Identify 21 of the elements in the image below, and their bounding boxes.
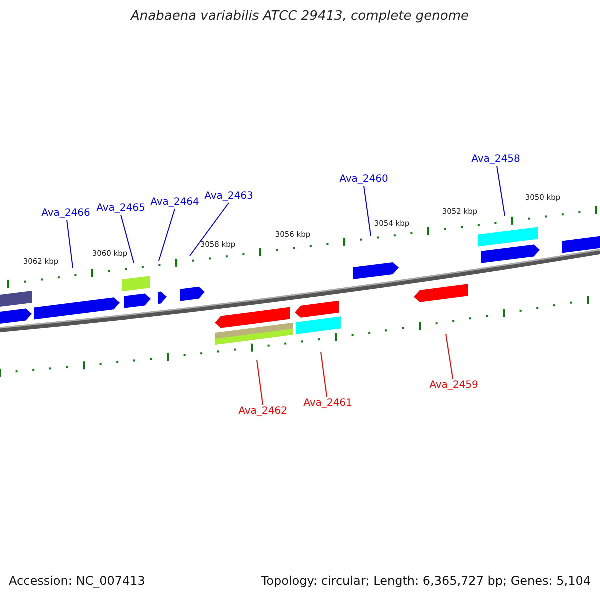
leader-line — [66, 220, 74, 268]
genome-info-text: Topology: circular; Length: 6,365,727 bp; Genes: 5,104 — [261, 574, 591, 588]
leader-line — [320, 352, 328, 398]
gene-label: Ava_2459 — [430, 380, 478, 392]
gene-label: Ava_2464 — [150, 197, 200, 209]
leader-line — [190, 202, 230, 256]
gene-label: Ava_2466 — [42, 208, 90, 220]
gene-label: Ava_2462 — [238, 406, 288, 418]
gene-label: Ava_2460 — [340, 174, 388, 186]
gene-label: Ava_2458 — [472, 154, 520, 166]
accession-text: Accession: NC_007413 — [9, 574, 146, 588]
leader-line — [446, 334, 454, 380]
leader-line — [256, 360, 264, 406]
title: Anabaena variabilis ATCC 29413, complete genome — [130, 9, 470, 25]
gene-label: Ava_2465 — [96, 203, 146, 215]
gene-label: Ava_2461 — [304, 398, 352, 410]
leader-line — [496, 166, 506, 216]
leader-line — [120, 214, 134, 264]
gene-label: Ava_2463 — [204, 191, 254, 203]
leader-line — [364, 186, 372, 236]
leader-line — [158, 208, 176, 262]
